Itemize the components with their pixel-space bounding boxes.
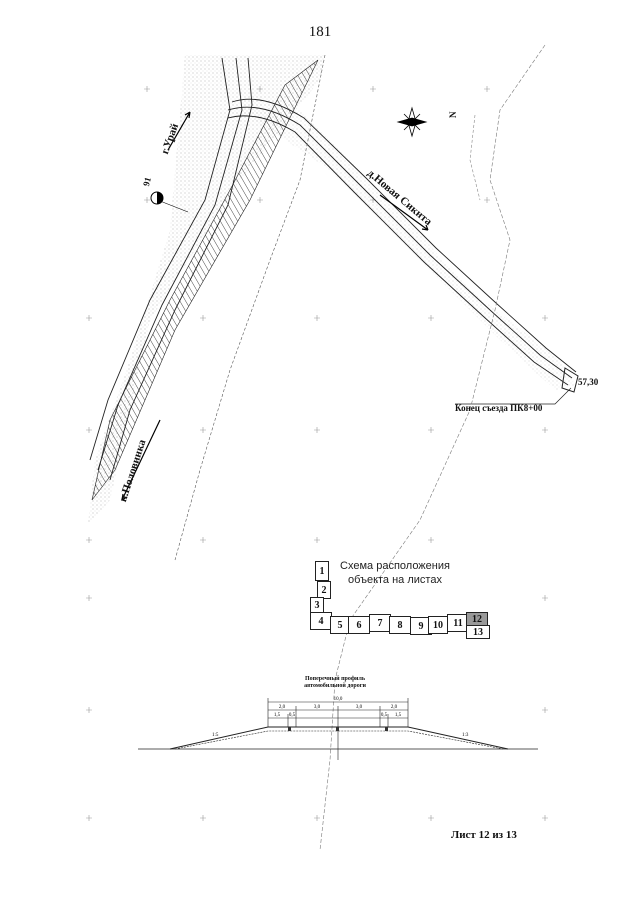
- scheme-title: Схема расположения объекта на листах: [330, 560, 460, 588]
- profile-title-line1: Поперечный профиль: [304, 676, 366, 682]
- sheet-cell: 5: [330, 616, 350, 634]
- dotted-zone: [88, 55, 325, 525]
- main-road: [89, 57, 253, 481]
- arrow-uray: [167, 111, 191, 151]
- access-road: [227, 98, 577, 386]
- sheet-cell: 10: [428, 616, 448, 634]
- compass-rose: [396, 106, 428, 138]
- end-note: Конец съезда ПК8+00: [455, 403, 543, 413]
- arrow-novaya: [379, 194, 429, 231]
- dashed-path: [319, 44, 546, 851]
- arrow-polovinka: [121, 419, 161, 501]
- sheet-cell: 13: [466, 625, 490, 639]
- page-number: 181: [308, 24, 332, 40]
- sheet-cell: 8: [389, 616, 411, 634]
- sheet-cell: 3: [310, 597, 324, 613]
- sheet-footer: Лист 12 из 13: [451, 829, 517, 841]
- sheet-cell: 1: [315, 561, 329, 581]
- sheet-cell: 6: [348, 616, 370, 634]
- hatched-strip: [91, 59, 319, 501]
- sheet-cell: 7: [369, 614, 391, 632]
- end-marker: [561, 367, 579, 393]
- scheme-title-line2: объекта на листах: [348, 573, 442, 586]
- elevation-label: 57,30: [578, 377, 599, 387]
- profile-title-line2: автомобильной дороги: [304, 683, 366, 690]
- scheme-title-line1: Схема расположения: [340, 560, 450, 572]
- sheet-cell: 4: [310, 612, 332, 630]
- dashed-boundary: [174, 54, 326, 561]
- sheet-cell: 2: [317, 581, 331, 599]
- profile-title: Поперечный профиль автомобильной дороги: [280, 676, 390, 690]
- sheet-cell-current: 12: [466, 612, 488, 626]
- north-label: N: [448, 111, 458, 119]
- dotted-zone: [240, 110, 575, 390]
